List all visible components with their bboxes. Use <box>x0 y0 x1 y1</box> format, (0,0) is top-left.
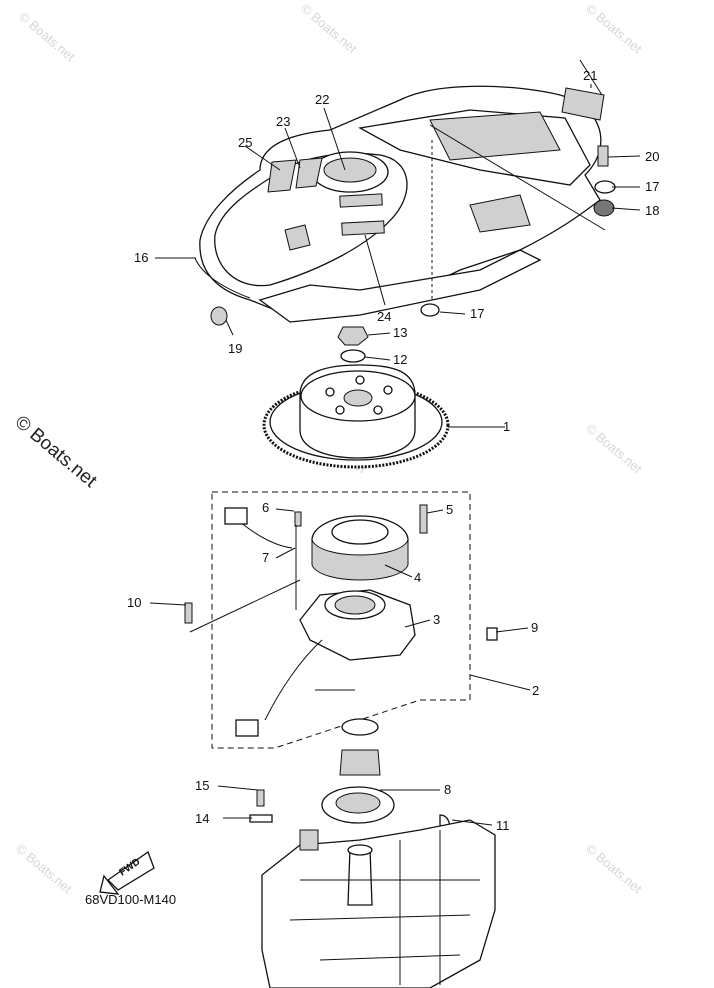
callout-23: 23 <box>276 114 290 129</box>
callout-12: 12 <box>393 352 407 367</box>
callout-1: 1 <box>503 419 510 434</box>
callout-19: 19 <box>228 341 242 356</box>
watermark-top-mid: © Boats.net <box>298 1 360 57</box>
callouts: 1 2 3 4 5 6 7 8 9 10 11 12 13 14 15 16 1… <box>127 68 659 833</box>
callout-9: 9 <box>531 620 538 635</box>
callout-24: 24 <box>377 309 391 324</box>
decal-21 <box>561 87 605 121</box>
stator-assembly <box>184 491 498 749</box>
callout-4: 4 <box>414 570 421 585</box>
callout-14: 14 <box>195 811 209 826</box>
callout-22: 22 <box>315 92 329 107</box>
cover-hardware <box>210 87 616 363</box>
engine-block <box>261 819 496 988</box>
part-code: 68VD100-M140 <box>85 892 176 907</box>
bolt-20 <box>597 145 609 167</box>
callout-10: 10 <box>127 595 141 610</box>
callout-17-lower: 17 <box>470 306 484 321</box>
washer-12 <box>340 349 366 363</box>
leader-lines <box>149 84 641 826</box>
watermark-top-right: © Boats.net <box>583 1 645 57</box>
callout-15: 15 <box>195 778 209 793</box>
grommet-18 <box>593 199 615 217</box>
flywheel <box>262 364 450 469</box>
nut-13 <box>337 326 369 346</box>
callout-6: 6 <box>262 500 269 515</box>
callout-8: 8 <box>444 782 451 797</box>
grommet-17-lower <box>420 303 440 317</box>
callout-11: 11 <box>496 818 510 833</box>
callout-25: 25 <box>238 135 252 150</box>
callout-18: 18 <box>645 203 659 218</box>
callout-2: 2 <box>532 683 539 698</box>
pulser-parts <box>249 718 451 834</box>
callout-21: 21 <box>583 68 597 83</box>
watermark-bottom-left: © Boats.net <box>13 841 75 897</box>
flywheel-cover <box>194 59 606 323</box>
grommet-19 <box>210 306 228 326</box>
callout-3: 3 <box>433 612 440 627</box>
callout-5: 5 <box>446 502 453 517</box>
callout-20: 20 <box>645 149 659 164</box>
watermark-top-left: © Boats.net <box>16 9 78 65</box>
watermark-large: © Boats.net <box>11 412 101 493</box>
callout-16: 16 <box>134 250 148 265</box>
callout-7: 7 <box>262 550 269 565</box>
watermark-bottom-right: © Boats.net <box>583 841 645 897</box>
callout-13: 13 <box>393 325 407 340</box>
fwd-arrow: FWD <box>99 850 155 895</box>
watermark-mid-right: © Boats.net <box>583 421 645 477</box>
callout-17-upper: 17 <box>645 179 659 194</box>
